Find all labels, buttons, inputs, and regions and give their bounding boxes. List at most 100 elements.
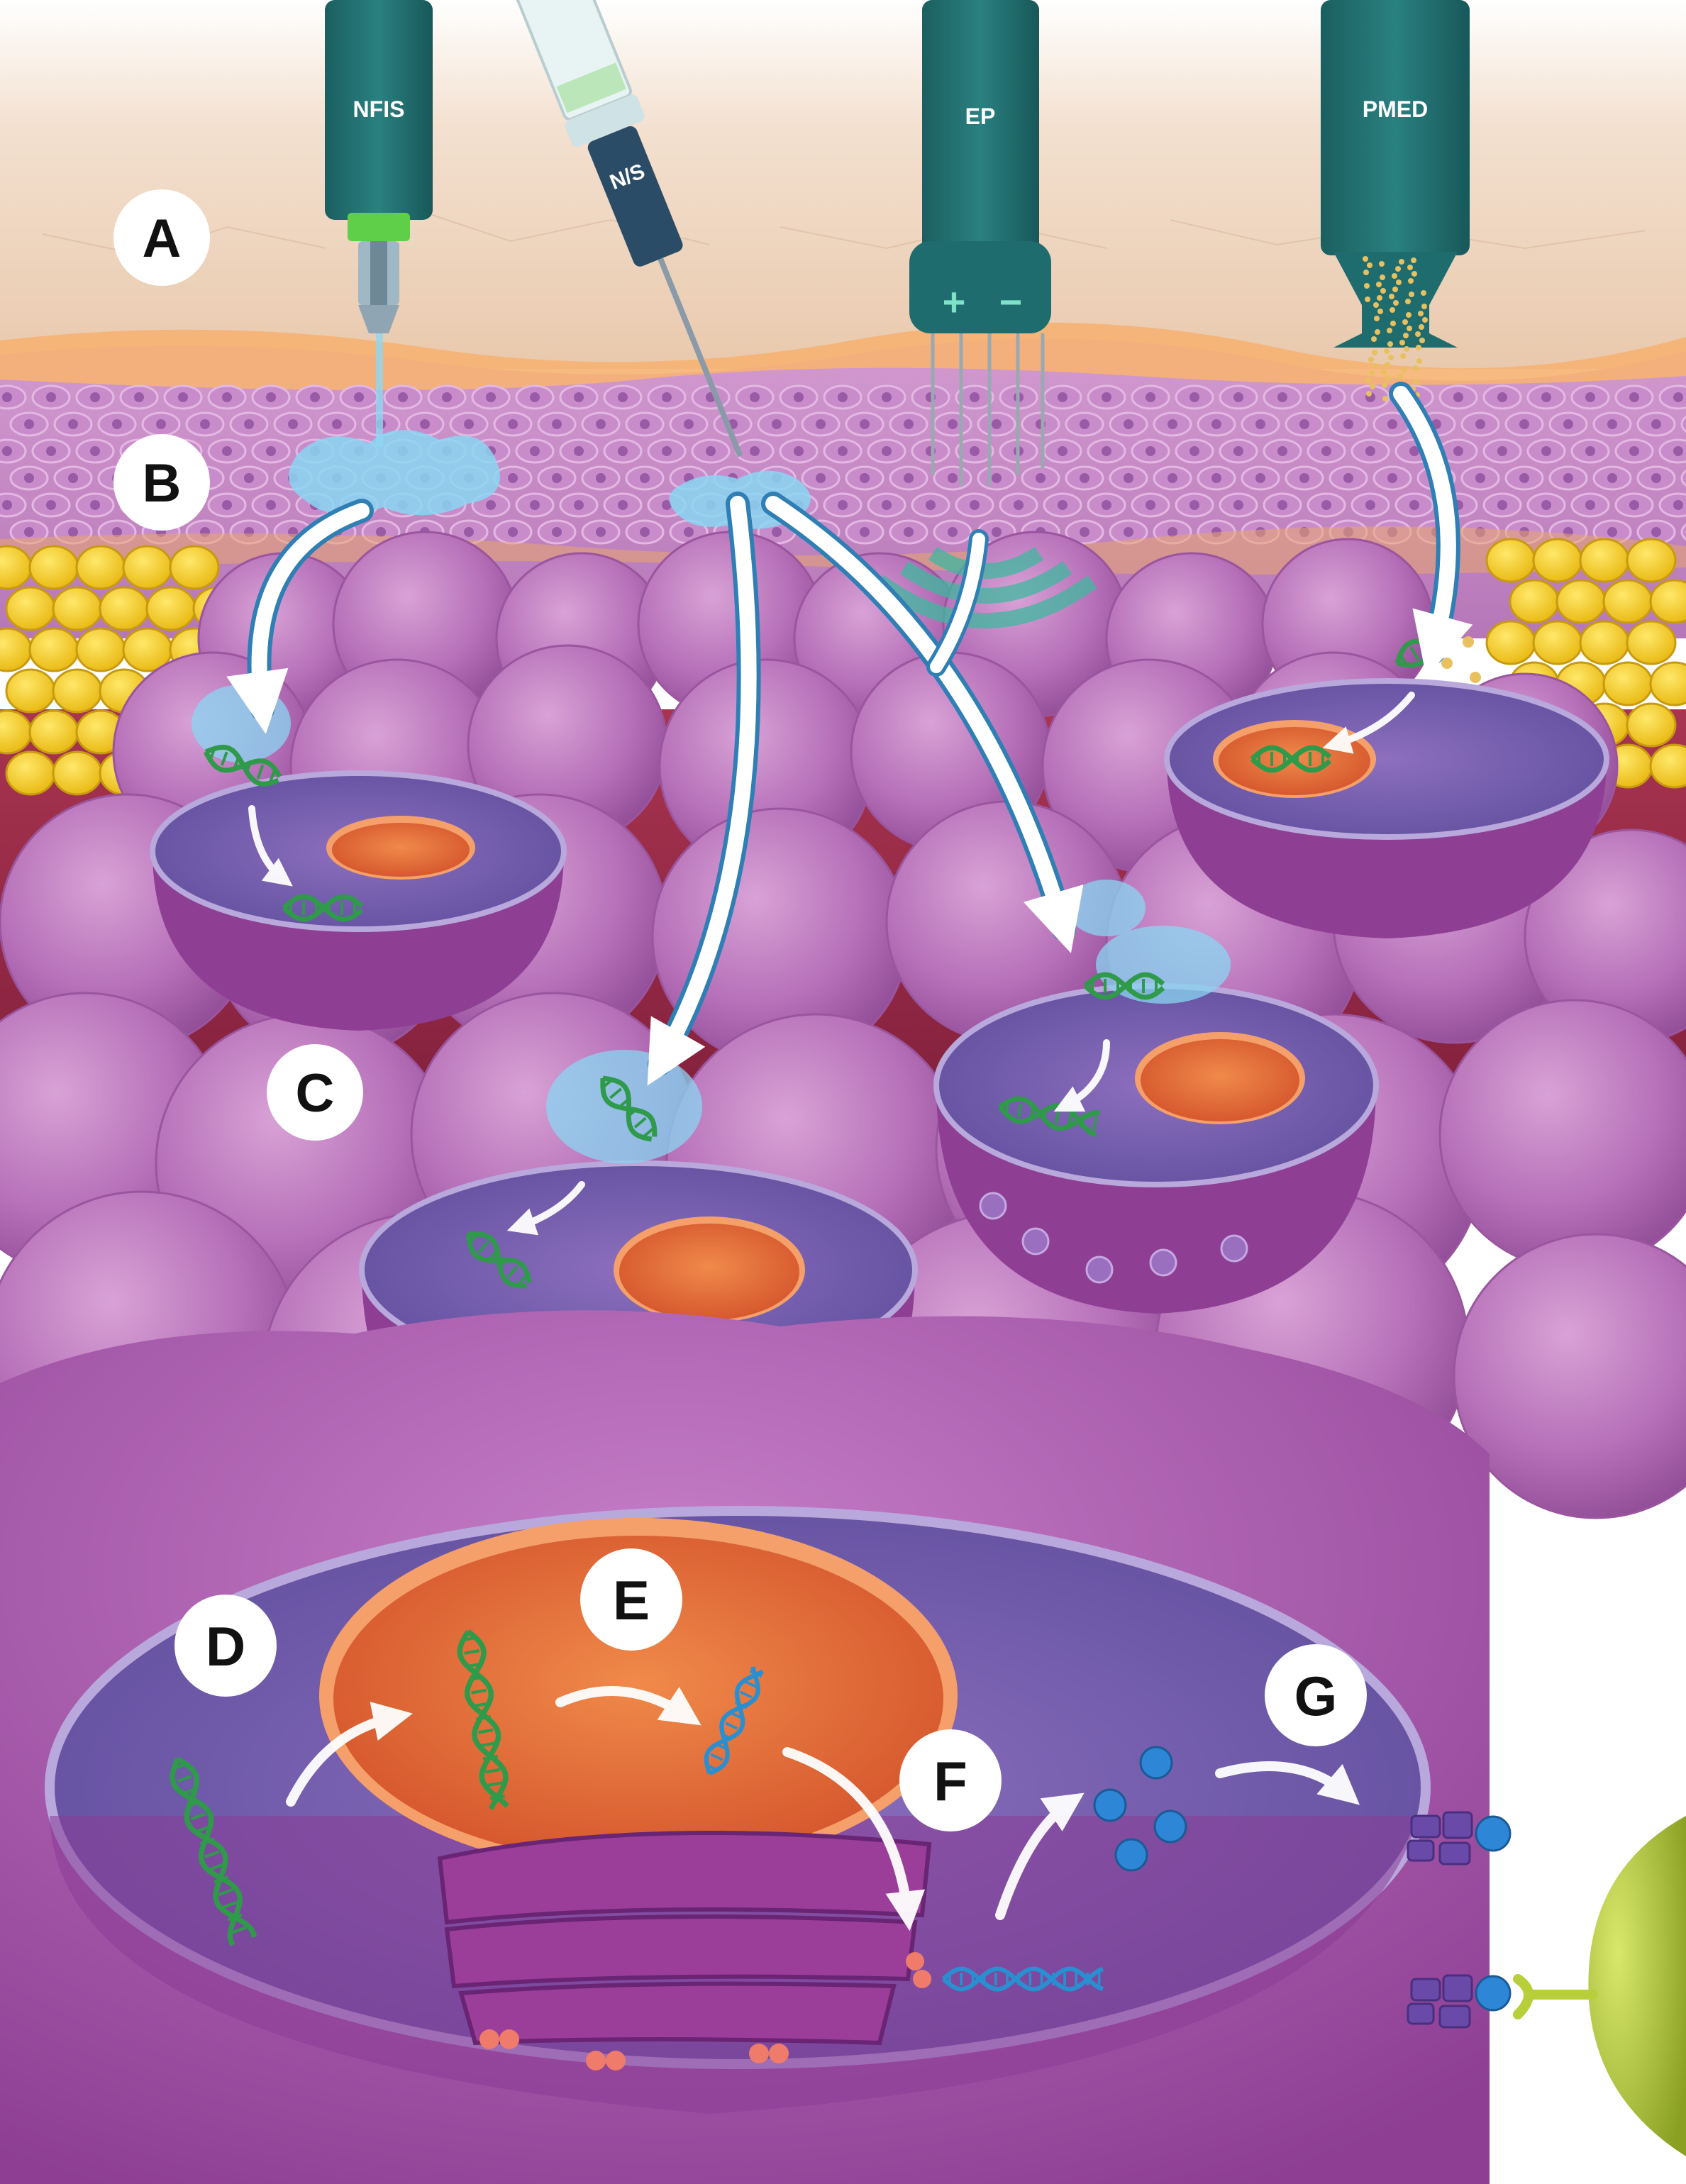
epidermis-cell-nucleus xyxy=(904,419,914,429)
step-label-a: A xyxy=(113,189,210,286)
gold-particle xyxy=(1372,350,1377,355)
epidermis-cell-nucleus xyxy=(1080,473,1089,483)
epidermis-cell-nucleus xyxy=(1321,392,1331,402)
epidermis-cell-nucleus xyxy=(2,392,12,402)
gold-particle xyxy=(1422,317,1428,323)
gold-particle xyxy=(1384,348,1390,354)
epidermis-cell-nucleus xyxy=(1189,392,1199,402)
svg-text:E: E xyxy=(613,1569,650,1631)
epidermis-cell-nucleus xyxy=(904,527,914,537)
epidermis-cell-nucleus xyxy=(618,446,628,456)
epidermis-cell-nucleus xyxy=(24,473,34,483)
epidermis-cell-nucleus xyxy=(1673,392,1683,402)
epidermis-cell-nucleus xyxy=(398,392,408,402)
epidermis-cell-nucleus xyxy=(2,500,12,510)
epidermis-cell-nucleus xyxy=(464,527,474,537)
epidermis-cell-nucleus xyxy=(1387,473,1397,483)
fat-cell xyxy=(169,545,220,590)
fat-cell xyxy=(75,545,126,590)
epidermis-cell-nucleus xyxy=(1585,446,1595,456)
epidermis-cell-nucleus xyxy=(1058,392,1067,402)
gold-particle xyxy=(1463,636,1474,648)
gold-particle xyxy=(1441,658,1453,669)
epidermis-cell-nucleus xyxy=(684,419,694,429)
injection-depot-nfis xyxy=(289,430,500,516)
gold-particle xyxy=(1393,300,1399,306)
epidermis-cell-nucleus xyxy=(574,500,584,510)
gold-particle xyxy=(1376,282,1382,287)
epidermis-cell-nucleus xyxy=(1651,527,1661,537)
gold-particle xyxy=(1405,299,1411,304)
epidermis-cell-nucleus xyxy=(1321,500,1331,510)
epidermis-cell-nucleus xyxy=(486,500,496,510)
epidermis-cell-nucleus xyxy=(992,419,1002,429)
electroporation-device: EP + − xyxy=(875,0,1097,628)
dna-helix xyxy=(203,744,282,787)
step-label-c: C xyxy=(267,1044,363,1141)
needle-syringe: N/S xyxy=(514,0,743,458)
epidermis-cell-nucleus xyxy=(618,392,628,402)
gold-particle xyxy=(1414,379,1419,384)
gold-particle xyxy=(1402,319,1408,325)
dna-helix xyxy=(465,1231,532,1289)
nfis-injector: NFIS xyxy=(325,0,433,447)
gold-particle xyxy=(1365,296,1370,302)
epidermis-cell-nucleus xyxy=(970,500,980,510)
epidermis-cell-nucleus xyxy=(882,446,892,456)
epidermis-cell-nucleus xyxy=(838,392,848,402)
svg-text:B: B xyxy=(143,453,182,514)
fat-cell xyxy=(28,627,79,672)
epidermis-cell-nucleus xyxy=(508,527,518,537)
epidermis-cell-nucleus xyxy=(1585,500,1595,510)
cell-nucleus xyxy=(332,823,470,877)
cell-nucleus xyxy=(1141,1039,1299,1121)
epidermis-cell-nucleus xyxy=(1080,419,1089,429)
epidermis-cell-nucleus xyxy=(1189,446,1199,456)
epidermis-cell-nucleus xyxy=(332,419,342,429)
gold-particle xyxy=(1403,333,1409,338)
epidermis-cell-nucleus xyxy=(68,527,78,537)
step-label-f: F xyxy=(899,1729,1002,1831)
epidermis-cell-nucleus xyxy=(992,473,1002,483)
epidermis-cell-nucleus xyxy=(948,473,958,483)
vesicle xyxy=(979,1192,1007,1220)
epidermis-cell-nucleus xyxy=(772,527,782,537)
epidermis-cell-nucleus xyxy=(1058,446,1067,456)
epidermis-cell xyxy=(1680,415,1686,433)
epidermis-cell-nucleus xyxy=(662,446,672,456)
epidermis-cell-nucleus xyxy=(1585,392,1595,402)
antigen-on-receptor xyxy=(1475,1815,1512,2012)
gold-particle xyxy=(1416,358,1422,364)
gold-particle xyxy=(1421,290,1426,296)
epidermis-cell-nucleus xyxy=(1233,392,1243,402)
epidermis-cell-nucleus xyxy=(1277,392,1287,402)
fat-cell xyxy=(1485,620,1536,665)
mhc-receptors xyxy=(1407,1811,1473,2029)
epidermis-cell-nucleus xyxy=(1475,473,1485,483)
epidermis-cell-nucleus xyxy=(1036,473,1046,483)
epidermis-cell-nucleus xyxy=(442,392,452,402)
gold-particle xyxy=(1388,355,1394,360)
epidermis-cell-nucleus xyxy=(90,446,100,456)
epidermis-cell-nucleus xyxy=(1629,500,1639,510)
epidermis-cell-nucleus xyxy=(420,419,430,429)
gold-particle xyxy=(1382,382,1387,388)
epidermis-cell-nucleus xyxy=(530,392,540,402)
epidermis-cell-nucleus xyxy=(1102,500,1111,510)
gold-particle xyxy=(1389,294,1394,299)
epidermis-cell-nucleus xyxy=(926,500,936,510)
epidermis-cell-nucleus xyxy=(1168,527,1177,537)
epidermis-cell-nucleus xyxy=(860,419,870,429)
epidermis-cell-nucleus xyxy=(2,446,12,456)
bcell-receptor xyxy=(1513,1974,1597,2019)
gold-particle xyxy=(1385,362,1390,367)
epidermis-cell-nucleus xyxy=(1409,446,1419,456)
epidermis-cell-nucleus xyxy=(1453,446,1463,456)
epidermis-cell-nucleus xyxy=(24,527,34,537)
gold-particle xyxy=(1367,262,1372,268)
epidermis-cell-nucleus xyxy=(882,392,892,402)
dna-helix xyxy=(457,1629,509,1810)
fat-cell xyxy=(99,586,150,631)
epidermis-cell-nucleus xyxy=(1255,419,1265,429)
